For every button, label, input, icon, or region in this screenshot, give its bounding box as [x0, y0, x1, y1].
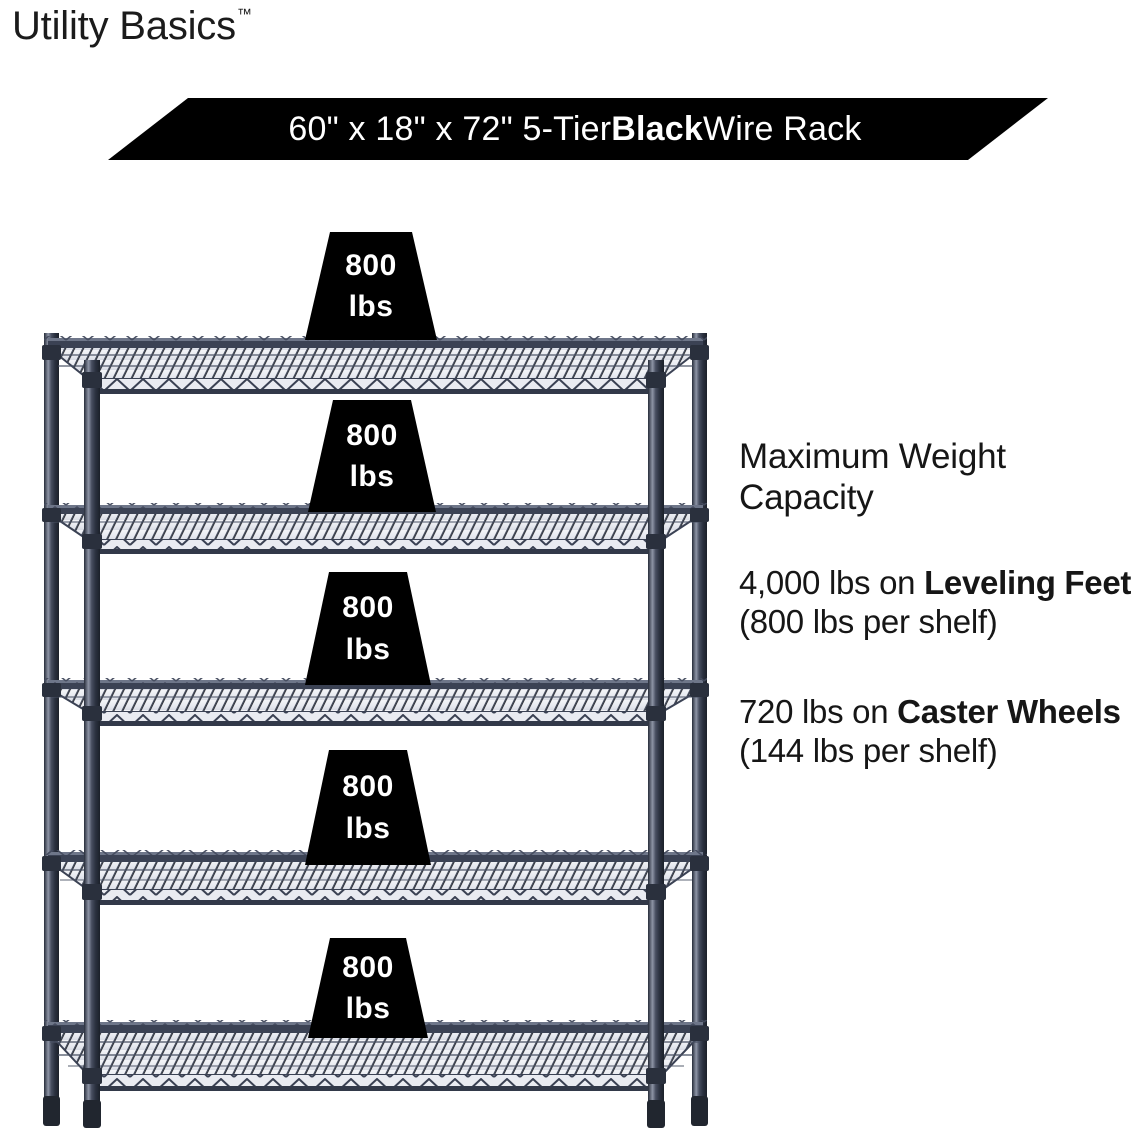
leveling-emphasis: Leveling Feet	[924, 563, 1132, 601]
banner-text-prefix: 60" x 18" x 72" 5-Tier	[288, 109, 612, 148]
badge-value: 800	[345, 248, 397, 282]
trademark-symbol: ™	[236, 5, 252, 23]
badge-text: 800 lbs	[308, 400, 436, 512]
badge-shape	[305, 750, 431, 865]
badge-value: 800	[342, 770, 394, 803]
leveling-feet	[43, 1096, 708, 1128]
badge-shape	[308, 400, 436, 512]
capacity-copy: Maximum Weight Capacity 4,000 lbs on Lev…	[739, 436, 1137, 771]
weight-badge-shelf-1: 800 lbs	[305, 232, 437, 340]
caster-wheels-capacity: 720 lbs on Caster Wheels (144 lbs per sh…	[739, 692, 1137, 771]
badge-text: 800 lbs	[305, 750, 431, 865]
badge-shape	[308, 938, 428, 1038]
badge-text: 800 lbs	[305, 232, 437, 340]
weight-badge-shelf-4: 800 lbs	[305, 750, 431, 865]
badge-value: 800	[342, 591, 394, 624]
banner-text-bold: Black	[611, 109, 703, 148]
brand-name: Utility Basics	[12, 4, 236, 48]
badge-shape	[305, 572, 431, 685]
badge-unit: lbs	[348, 290, 394, 323]
banner-shape	[108, 98, 1048, 160]
badge-shape	[305, 232, 437, 340]
badge-text: 800 lbs	[305, 572, 431, 685]
badge-unit: lbs	[349, 460, 395, 493]
weight-badge-shelf-5: 800 lbs	[308, 938, 428, 1038]
leveling-detail: (800 lbs per shelf)	[739, 603, 998, 641]
capacity-heading: Maximum Weight Capacity	[739, 437, 1006, 518]
shelf-1	[44, 336, 707, 394]
shelf-3	[44, 678, 707, 726]
leveling-feet-capacity: 4,000 lbs on Leveling Feet (800 lbs per …	[739, 563, 1137, 642]
banner-label: 60" x 18" x 72" 5-Tier Black Wire Rack	[108, 98, 1048, 160]
brand-logo: Utility Basics™	[12, 4, 252, 49]
caster-emphasis: Caster Wheels	[897, 692, 1121, 730]
front-posts	[42, 345, 709, 1122]
rear-posts	[44, 333, 707, 1103]
badge-unit: lbs	[345, 992, 391, 1025]
banner-text-suffix: Wire Rack	[702, 109, 862, 148]
badge-value: 800	[342, 950, 394, 984]
leveling-amount: 4,000 lbs on	[739, 563, 925, 601]
caster-detail: (144 lbs per shelf)	[739, 732, 998, 770]
badge-unit: lbs	[345, 811, 391, 845]
badge-text: 800 lbs	[308, 938, 428, 1038]
caster-amount: 720 lbs on	[739, 692, 898, 730]
weight-badge-shelf-2: 800 lbs	[308, 400, 436, 512]
title-banner: 60" x 18" x 72" 5-Tier Black Wire Rack	[108, 98, 1048, 160]
weight-badge-shelf-3: 800 lbs	[305, 572, 431, 685]
badge-value: 800	[346, 418, 398, 452]
badge-unit: lbs	[345, 632, 391, 666]
